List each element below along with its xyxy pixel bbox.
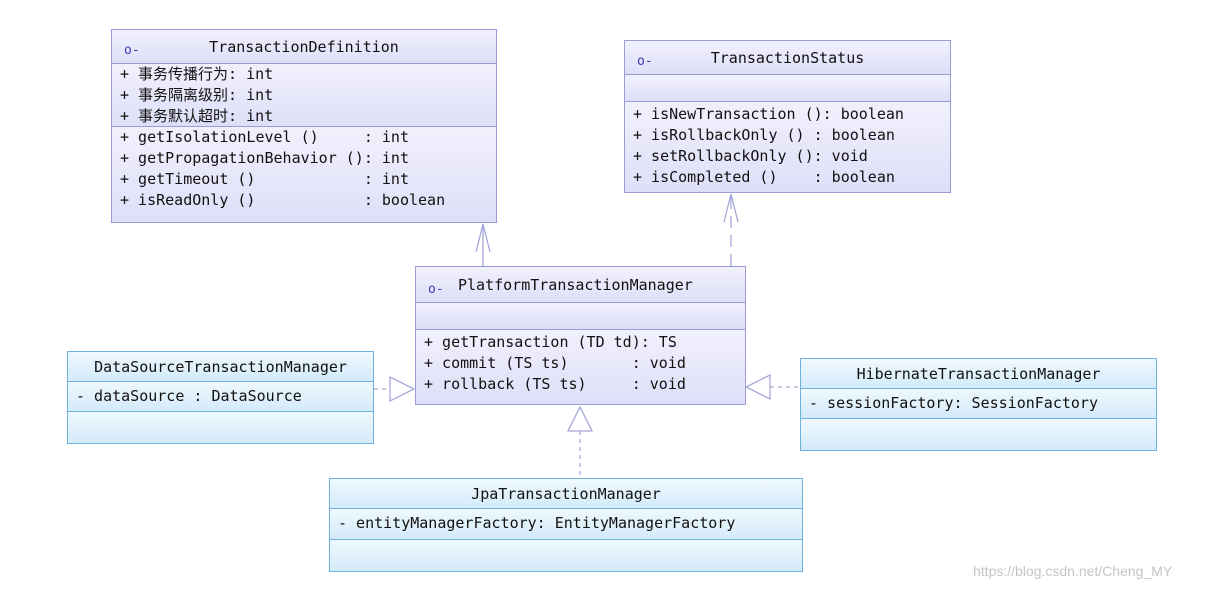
dependency-ptm-to-transaction-status [723, 193, 739, 266]
realization-datasource-to-ptm [374, 375, 416, 403]
dependency-ptm-to-transaction-definition [475, 223, 491, 266]
class-header: JpaTransactionManager [330, 479, 802, 509]
operation-line: + commit (TS ts) : void [424, 354, 686, 372]
operation-line: + isRollbackOnly () : boolean [633, 126, 895, 144]
realization-jpa-to-ptm [566, 405, 594, 478]
class-header: o- TransactionStatus [625, 41, 950, 75]
class-name: HibernateTransactionManager [856, 365, 1101, 383]
class-name: TransactionDefinition [209, 38, 399, 56]
class-header: HibernateTransactionManager [801, 359, 1156, 389]
operation-line: + getTransaction (TD td): TS [424, 333, 677, 351]
attribute-line: + 事务传播行为: int [120, 65, 274, 83]
class-header: o- PlatformTransactionManager [416, 267, 745, 303]
class-transaction-status[interactable]: o- TransactionStatus + isNewTransaction … [624, 40, 951, 193]
class-platform-transaction-manager[interactable]: o- PlatformTransactionManager + getTrans… [415, 266, 746, 405]
class-name: JpaTransactionManager [471, 485, 661, 503]
class-datasource-transaction-manager[interactable]: DataSourceTransactionManager - dataSourc… [67, 351, 374, 444]
interface-icon: o- [124, 43, 140, 58]
attribute-line: + 事务隔离级别: int [120, 86, 274, 104]
attribute-line: - dataSource : DataSource [76, 387, 302, 405]
operations-compartment [330, 540, 802, 571]
attribute-line: + 事务默认超时: int [120, 107, 274, 125]
class-hibernate-transaction-manager[interactable]: HibernateTransactionManager - sessionFac… [800, 358, 1157, 451]
attributes-compartment [625, 75, 950, 102]
operations-compartment [801, 419, 1156, 450]
operation-line: + isCompleted () : boolean [633, 168, 895, 186]
operations-compartment: + isNewTransaction (): boolean + isRollb… [625, 102, 950, 192]
operation-line: + getPropagationBehavior (): int [120, 149, 409, 167]
class-name: TransactionStatus [710, 49, 865, 67]
attribute-line: - entityManagerFactory: EntityManagerFac… [338, 514, 736, 532]
class-header: o- TransactionDefinition [112, 30, 496, 64]
attribute-line: - sessionFactory: SessionFactory [809, 394, 1098, 412]
operations-compartment: + getIsolationLevel () : int + getPropag… [112, 127, 496, 222]
operation-line: + getIsolationLevel () : int [120, 128, 409, 146]
watermark: https://blog.csdn.net/Cheng_MY [973, 563, 1173, 579]
class-jpa-transaction-manager[interactable]: JpaTransactionManager - entityManagerFac… [329, 478, 803, 572]
attributes-compartment: - sessionFactory: SessionFactory [801, 389, 1156, 419]
attributes-compartment [416, 303, 745, 330]
class-name: DataSourceTransactionManager [94, 358, 347, 376]
operations-compartment: + getTransaction (TD td): TS + commit (T… [416, 330, 745, 404]
operation-line: + rollback (TS ts) : void [424, 375, 686, 393]
class-header: DataSourceTransactionManager [68, 352, 373, 382]
operation-line: + isNewTransaction (): boolean [633, 105, 904, 123]
operations-compartment [68, 412, 373, 443]
operation-line: + getTimeout () : int [120, 170, 409, 188]
class-transaction-definition[interactable]: o- TransactionDefinition + 事务传播行为: int +… [111, 29, 497, 223]
attributes-compartment: - entityManagerFactory: EntityManagerFac… [330, 509, 802, 540]
realization-hibernate-to-ptm [744, 373, 800, 401]
attributes-compartment: + 事务传播行为: int + 事务隔离级别: int + 事务默认超时: in… [112, 64, 496, 127]
attributes-compartment: - dataSource : DataSource [68, 382, 373, 412]
interface-icon: o- [637, 54, 653, 69]
operation-line: + setRollbackOnly (): void [633, 147, 868, 165]
class-name: PlatformTransactionManager [458, 276, 693, 294]
operation-line: + isReadOnly () : boolean [120, 191, 446, 209]
interface-icon: o- [428, 282, 444, 297]
